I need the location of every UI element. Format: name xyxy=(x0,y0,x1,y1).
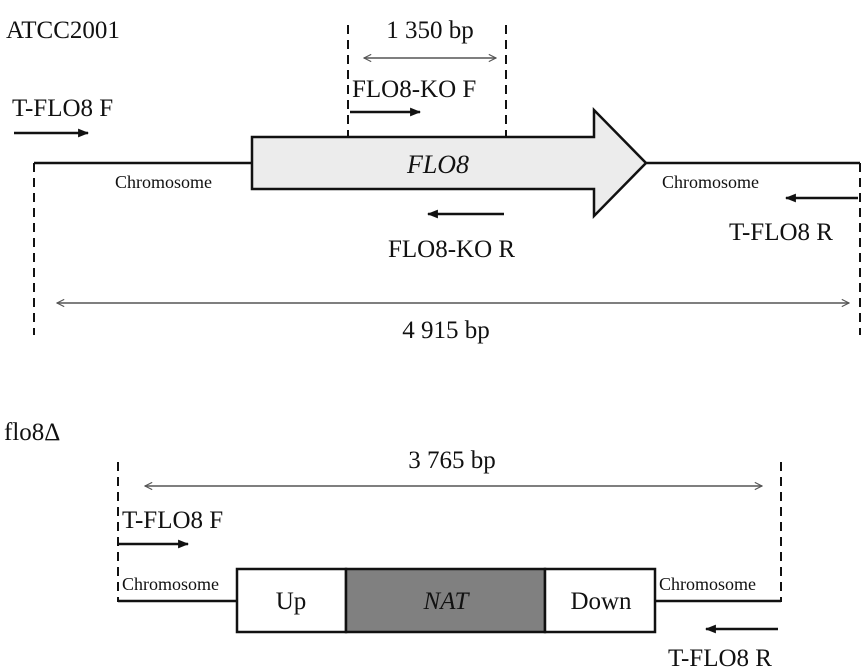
mutant-chromosome-label-left: Chromosome xyxy=(122,574,219,594)
mutant-primer-t-r-label: T-FLO8 R xyxy=(668,645,772,671)
up-box-label: Up xyxy=(276,588,307,615)
down-homology-box xyxy=(543,567,657,634)
mutant-total-span-label: 3 765 bp xyxy=(408,447,496,474)
wt-primer-t-r-label: T-FLO8 R xyxy=(729,219,833,246)
mutant-panel: flo8Δ 3 765 bp T-FLO8 F Chromosome Chrom… xyxy=(4,419,782,671)
inner-span-label: 1 350 bp xyxy=(386,17,474,44)
nat-marker-box xyxy=(344,567,547,634)
wild-type-strain-label: ATCC2001 xyxy=(6,17,120,44)
wt-chromosome-label-right: Chromosome xyxy=(662,172,759,192)
wt-total-span-label: 4 915 bp xyxy=(402,317,490,344)
down-box-label: Down xyxy=(570,588,632,615)
primer-ko-r-label: FLO8-KO R xyxy=(388,236,515,263)
wt-chromosome-label-left: Chromosome xyxy=(115,172,212,192)
wt-primer-t-f-label: T-FLO8 F xyxy=(12,95,113,122)
mutant-primer-t-f-label: T-FLO8 F xyxy=(122,507,223,534)
primer-ko-f-label: FLO8-KO F xyxy=(352,76,476,103)
flo8-gene-arrow xyxy=(250,106,648,220)
mutant-strain-label: flo8Δ xyxy=(4,419,60,446)
mutant-chromosome-label-right: Chromosome xyxy=(659,574,756,594)
nat-box-label: NAT xyxy=(423,588,471,615)
flo8-gene-label: FLO8 xyxy=(406,150,469,179)
up-homology-box xyxy=(235,567,348,634)
wild-type-panel: ATCC2001 FLO8 Chromosome Chromosome 1 35… xyxy=(6,17,861,344)
